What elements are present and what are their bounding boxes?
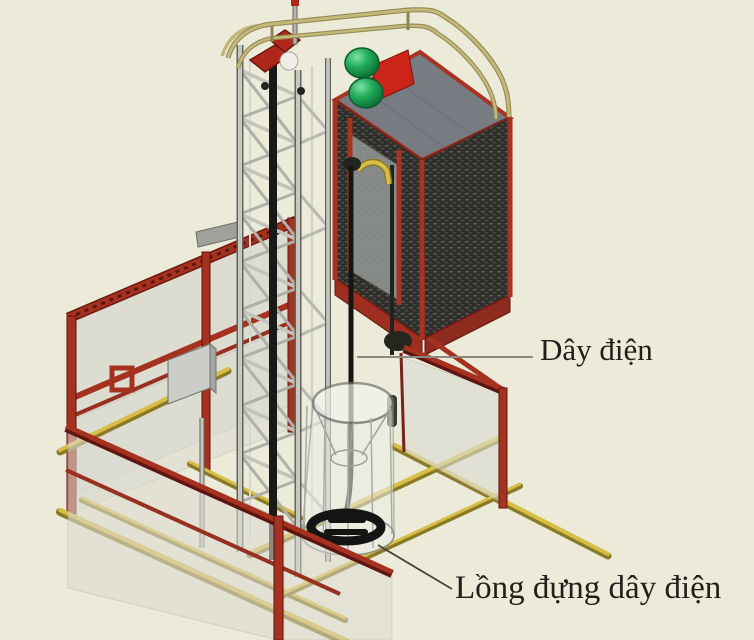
annotation-cable-cage: Lồng đựng dây điện (377, 544, 721, 606)
coiled-cable (306, 508, 386, 546)
cage-chassis (424, 294, 511, 356)
fence-post (498, 387, 508, 509)
top-sphere (279, 51, 299, 71)
hoist-drum (348, 77, 384, 109)
roof-railing (225, 7, 512, 120)
cable-cage (301, 381, 395, 556)
annotation-cable: Dây điện (357, 332, 653, 367)
mast-chords (199, 45, 331, 577)
hoist-drum (344, 47, 380, 79)
leader-line-cable-cage (377, 544, 453, 590)
mast-tower (195, 0, 331, 577)
label-cable-cage: Lồng đựng dây điện (455, 570, 721, 606)
cylinder-rim (311, 381, 395, 425)
mast-guide-rail (269, 48, 277, 560)
electrical-box (167, 342, 217, 405)
fence-post (273, 515, 284, 640)
label-cable: Dây điện (540, 332, 653, 367)
fence-bracket (109, 365, 135, 393)
fence-front-left (64, 423, 394, 640)
fence-front-right (399, 335, 508, 509)
